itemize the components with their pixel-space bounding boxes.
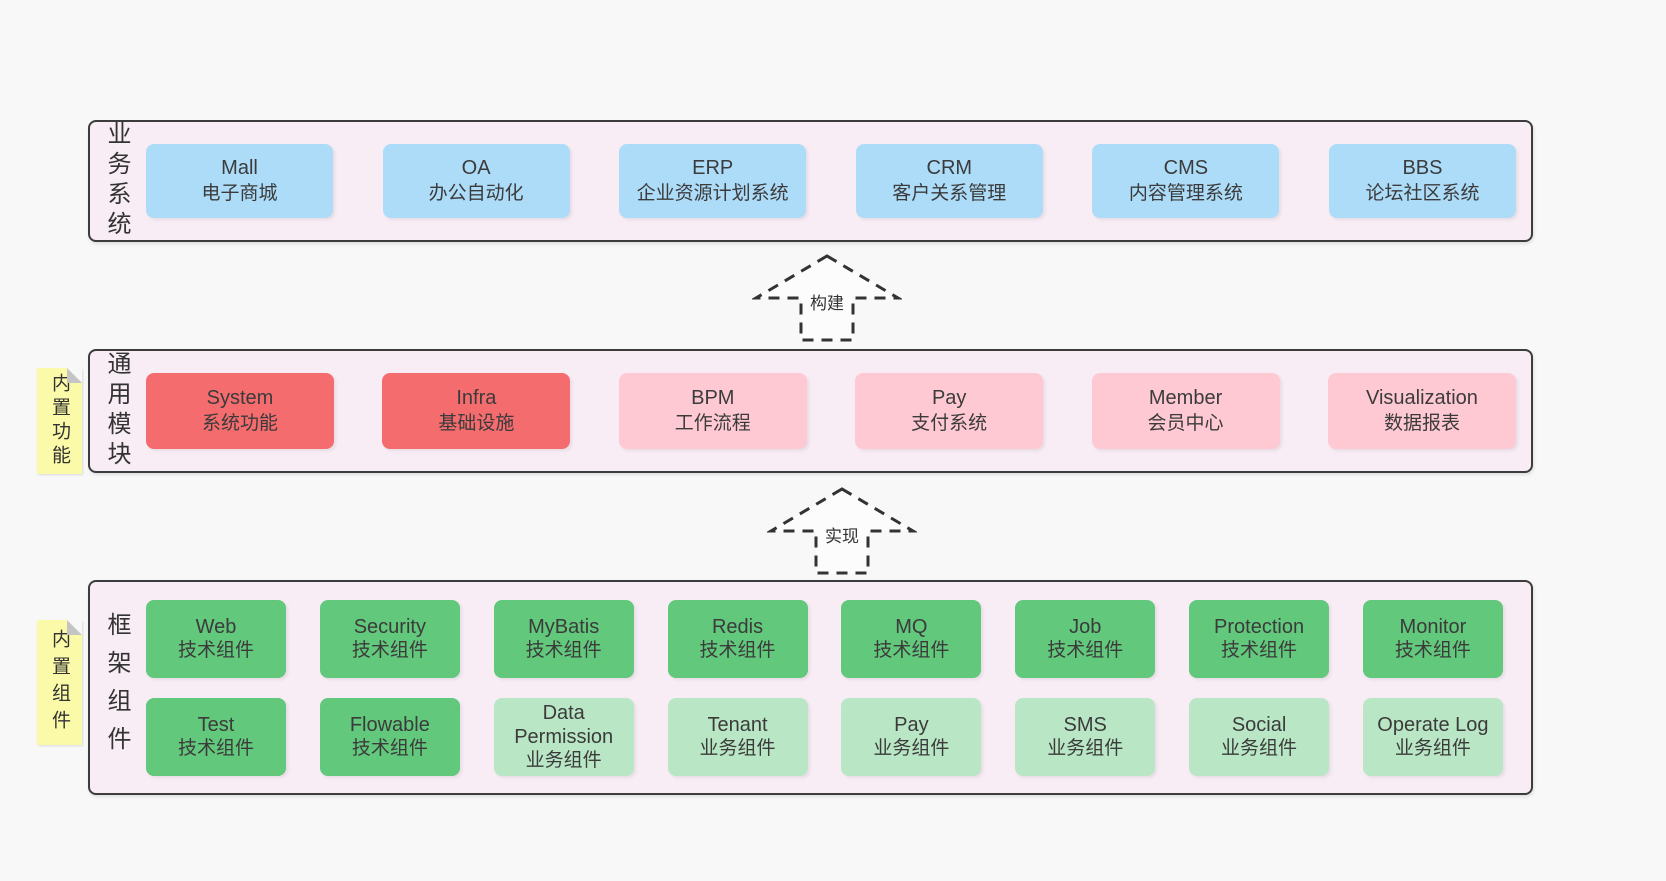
box-protection: Protection 技术组件 <box>1189 600 1330 678</box>
arrow-build-label: 构建 <box>807 288 847 315</box>
layer-framework-components: 框架组件 Web 技术组件 Security 技术组件 MyBatis 技术组件… <box>88 580 1533 795</box>
box-social: Social 业务组件 <box>1189 698 1330 776</box>
sticky-note-builtin-features-label: 内置功能 <box>49 373 70 469</box>
framework-components-row-2: Test 技术组件 Flowable 技术组件 Data Permission … <box>146 698 1503 776</box>
box-pay-component: Pay 业务组件 <box>841 698 982 776</box>
sticky-note-builtin-components-label: 内置组件 <box>49 628 70 737</box>
layer-label-framework-components: 框架组件 <box>103 611 130 764</box>
framework-components-rows: Web 技术组件 Security 技术组件 MyBatis 技术组件 Redi… <box>146 600 1503 776</box>
box-security: Security 技术组件 <box>319 600 460 678</box>
business-systems-boxes: Mall 电子商城 OA 办公自动化 ERP 企业资源计划系统 CRM 客户关系… <box>146 122 1516 240</box>
box-sms: SMS 业务组件 <box>1015 698 1156 776</box>
sticky-note-builtin-components: 内置组件 <box>37 620 82 745</box>
box-tenant: Tenant 业务组件 <box>667 698 808 776</box>
box-mq: MQ 技术组件 <box>841 600 982 678</box>
framework-components-row-1: Web 技术组件 Security 技术组件 MyBatis 技术组件 Redi… <box>146 600 1503 678</box>
common-modules-boxes: System 系统功能 Infra 基础设施 BPM 工作流程 Pay 支付系统… <box>146 351 1516 471</box>
box-data-permission: Data Permission 业务组件 <box>493 698 634 776</box>
layer-label-business-systems: 业务系统 <box>103 121 130 241</box>
box-pay-module: Pay 支付系统 <box>855 373 1044 449</box>
box-bbs: BBS 论坛社区系统 <box>1328 144 1516 218</box>
layer-business-systems: 业务系统 Mall 电子商城 OA 办公自动化 ERP 企业资源计划系统 CRM… <box>88 120 1533 242</box>
box-web: Web 技术组件 <box>146 600 286 678</box>
box-mybatis: MyBatis 技术组件 <box>493 600 634 678</box>
sticky-note-builtin-features: 内置功能 <box>37 368 82 474</box>
box-visualization: Visualization 数据报表 <box>1327 373 1516 449</box>
box-flowable: Flowable 技术组件 <box>319 698 460 776</box>
box-operate-log: Operate Log 业务组件 <box>1362 698 1503 776</box>
box-member: Member 会员中心 <box>1091 373 1280 449</box>
box-bpm: BPM 工作流程 <box>618 373 807 449</box>
box-mall: Mall 电子商城 <box>146 144 333 218</box>
layer-label-common-modules: 通用模块 <box>103 351 130 471</box>
box-infra: Infra 基础设施 <box>382 373 571 449</box>
arrow-implement: 实现 <box>767 485 917 577</box>
layer-common-modules: 通用模块 System 系统功能 Infra 基础设施 BPM 工作流程 Pay… <box>88 349 1533 473</box>
box-oa: OA 办公自动化 <box>382 144 570 218</box>
box-job: Job 技术组件 <box>1015 600 1156 678</box>
arrow-implement-label: 实现 <box>822 521 862 548</box>
box-redis: Redis 技术组件 <box>667 600 808 678</box>
box-crm: CRM 客户关系管理 <box>855 144 1043 218</box>
arrow-build: 构建 <box>752 252 902 344</box>
box-monitor: Monitor 技术组件 <box>1362 600 1503 678</box>
box-test: Test 技术组件 <box>146 698 286 776</box>
box-system: System 系统功能 <box>146 373 334 449</box>
box-erp: ERP 企业资源计划系统 <box>619 144 807 218</box>
box-cms: CMS 内容管理系统 <box>1092 144 1280 218</box>
